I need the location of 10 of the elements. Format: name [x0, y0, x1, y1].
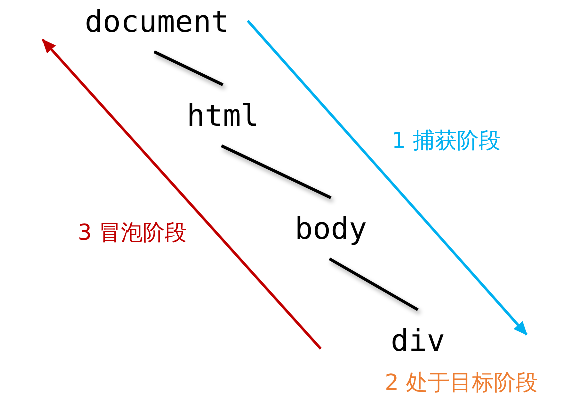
node-label: div — [391, 327, 446, 357]
connector-line — [328, 258, 419, 312]
phase-label: 1 捕获阶段 — [392, 131, 501, 153]
connector-line — [221, 144, 332, 200]
phase-label: 3 冒泡阶段 — [78, 223, 187, 245]
node-label: body — [295, 215, 368, 245]
phase-label: 2 处于目标阶段 — [385, 373, 538, 395]
connector-line — [154, 50, 224, 86]
node-label: document — [85, 8, 230, 38]
node-label: html — [187, 102, 260, 132]
